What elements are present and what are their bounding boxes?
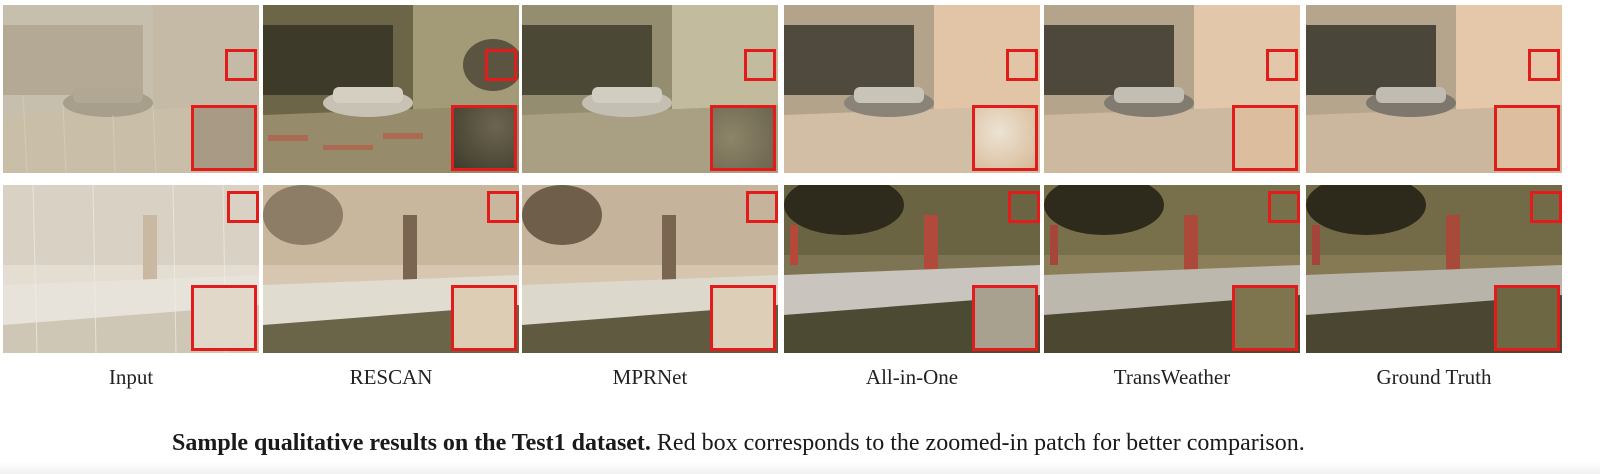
image-allinone-row1 (784, 5, 1040, 173)
zoom-patch (972, 285, 1038, 351)
image-transweather-row1 (1044, 5, 1300, 173)
zoom-patch (451, 285, 517, 351)
zoom-box-small (1266, 49, 1298, 81)
image-mprnet-row1 (522, 5, 778, 173)
zoom-patch (1232, 285, 1298, 351)
zoom-patch (191, 285, 257, 351)
zoom-box-small (485, 49, 517, 81)
image-gt-row1 (1306, 5, 1562, 173)
image-input-row1 (3, 5, 259, 173)
column-label-transweather: TransWeather (1113, 365, 1231, 389)
zoom-patch (451, 105, 517, 171)
caption-text: Red box corresponds to the zoomed-in pat… (650, 430, 1305, 456)
scene-park-rescan (263, 185, 519, 353)
column-label-rescan: RESCAN (349, 365, 433, 389)
figure-caption: Sample qualitative results on the Test1 … (172, 428, 1580, 458)
zoom-patch (1232, 105, 1298, 171)
image-rescan-row1 (263, 5, 519, 173)
zoom-patch (1494, 105, 1560, 171)
zoom-box-small (487, 191, 519, 223)
zoom-patch (710, 105, 776, 171)
zoom-box-small (746, 191, 778, 223)
zoom-box-small (1268, 191, 1300, 223)
image-rescan-row2 (263, 185, 519, 353)
figure-grid: Input RESCAN MPRNet All-in-One TransWeat… (3, 5, 1562, 389)
zoom-box-small (225, 49, 257, 81)
column-label-mprnet: MPRNet (612, 365, 688, 389)
zoom-box-small (1530, 191, 1562, 223)
zoom-box-small (227, 191, 259, 223)
scene-park-transweather (1044, 185, 1300, 353)
zoom-patch (972, 105, 1038, 171)
zoom-patch (710, 285, 776, 351)
caption-bold: Sample qualitative results on the Test1 … (172, 430, 651, 456)
column-label-input: Input (108, 365, 154, 389)
zoom-box-small (744, 49, 776, 81)
image-allinone-row2 (784, 185, 1040, 353)
zoom-patch (191, 105, 257, 171)
image-transweather-row2 (1044, 185, 1300, 353)
image-mprnet-row2 (522, 185, 778, 353)
zoom-patch (1494, 285, 1560, 351)
scene-parking-rescan (263, 5, 519, 173)
column-label-gt: Ground Truth (1376, 365, 1492, 389)
image-gt-row2 (1306, 185, 1562, 353)
page-bottom-edge (0, 462, 1600, 474)
image-input-row2 (3, 185, 259, 353)
column-label-allinone: All-in-One (865, 365, 959, 389)
zoom-box-small (1008, 191, 1040, 223)
zoom-box-small (1528, 49, 1560, 81)
zoom-box-small (1006, 49, 1038, 81)
